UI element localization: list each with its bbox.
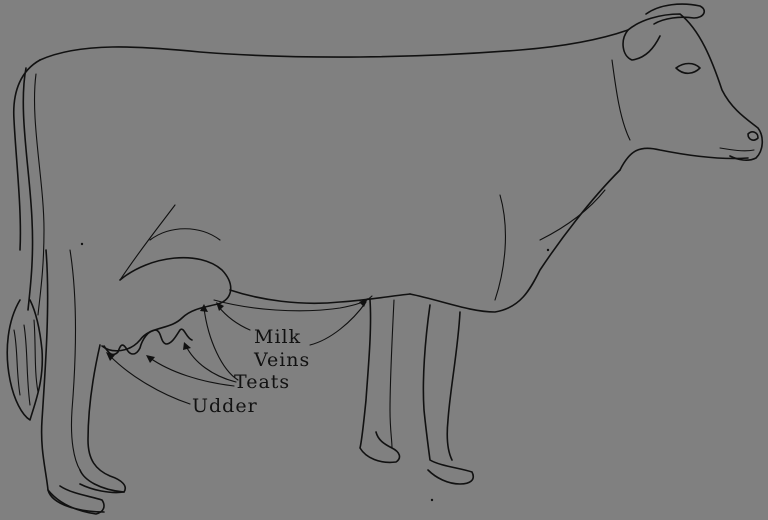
speck — [547, 249, 549, 251]
cow-tail — [23, 68, 32, 310]
cow-tail-switch — [7, 300, 42, 420]
teats-arrowhead-2 — [183, 342, 191, 350]
cow-drawing — [7, 4, 762, 514]
speck — [81, 243, 83, 245]
cow-front-leg-far — [360, 300, 399, 462]
cow-tail-switch-hair — [14, 320, 38, 405]
cow-flank-line — [120, 205, 175, 280]
cow-mouth — [720, 148, 754, 151]
teats-pointer-1 — [204, 308, 238, 380]
udder-pointer — [110, 356, 190, 404]
cow-hind-hoof-far — [80, 470, 124, 492]
cow-ear — [623, 30, 660, 60]
cow-front-leg-near — [423, 305, 473, 484]
cow-nostril — [748, 132, 758, 140]
milk-veins-pointer-left — [218, 306, 250, 330]
cow-chest — [410, 170, 620, 312]
label-udder: Udder — [192, 395, 258, 417]
teats-arrowhead-3 — [146, 355, 155, 363]
cow-flank-fold — [150, 229, 220, 240]
speck — [431, 499, 433, 501]
print-specks — [81, 243, 549, 501]
cow-udder — [102, 258, 231, 351]
cow-head — [628, 14, 762, 160]
cow-front-leg-near-back — [447, 312, 460, 460]
cow-eye — [676, 64, 700, 74]
cow-face-line — [612, 60, 630, 140]
cow-neck-under — [620, 148, 748, 170]
cow-hind-leg-front — [80, 345, 125, 493]
label-veins: Veins — [253, 349, 310, 371]
cow-tail-inner — [35, 74, 44, 315]
cow-far-hind-leg — [70, 250, 80, 470]
label-teats: Teats — [234, 371, 290, 393]
label-milk: Milk — [254, 326, 301, 348]
cow-back-line — [40, 30, 628, 60]
teats-pointer-2 — [186, 346, 236, 382]
cow-milk-vein — [214, 296, 372, 311]
cow-belly — [230, 290, 410, 303]
cow-shoulder — [495, 195, 505, 300]
cow-hind-leg-rear — [42, 250, 104, 512]
cow-front-leg-far-back — [390, 300, 394, 448]
